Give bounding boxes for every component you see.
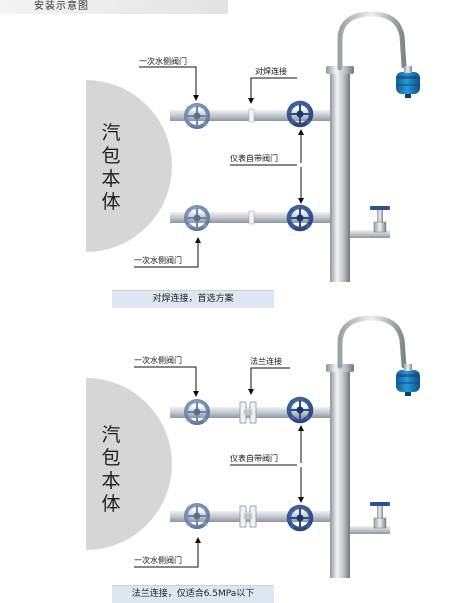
- transmitter-icon: [396, 364, 420, 396]
- flange-icon: [239, 505, 257, 528]
- label-connection: 对焊连接: [255, 66, 287, 76]
- drum-char: 体: [101, 493, 120, 515]
- label-primary-valve-top: 一次水侧阀门: [134, 355, 182, 365]
- gooseneck-tube: [337, 11, 407, 71]
- primary-valve-icon: [184, 503, 210, 529]
- meter-valve-icon: [289, 399, 311, 421]
- gooseneck-tube: [337, 315, 407, 369]
- drum-char: 汽: [101, 424, 120, 446]
- header-title: 安装示意图: [34, 1, 89, 12]
- drain-pipe: [350, 526, 390, 534]
- label-primary-valve-bottom: 一次水侧阀门: [134, 555, 182, 565]
- weld-mark: [248, 210, 255, 225]
- drum-shape-1: [86, 80, 172, 252]
- arrow: [134, 537, 201, 568]
- drum-char: 包: [101, 447, 120, 469]
- drum-char: 本: [101, 168, 120, 190]
- diagram-2: 汽 包 本 体 一次水侧阀门 法兰连接 仪表自带阀门: [86, 315, 420, 578]
- drum-shape-2: [86, 378, 172, 550]
- drum-char: 包: [101, 145, 120, 167]
- drain-pipe: [350, 230, 390, 238]
- drain-valve-icon: [369, 205, 391, 233]
- label-connection: 法兰连接: [250, 356, 282, 366]
- label-meter-valve: 仪表自带阀门: [230, 453, 278, 463]
- arrow: [248, 77, 297, 104]
- gauge-column: [330, 370, 350, 578]
- meter-valve-icon: [289, 207, 311, 229]
- primary-valve-icon: [184, 205, 210, 231]
- drum-char: 本: [101, 470, 120, 492]
- meter-valve-icon: [289, 507, 311, 529]
- diagram-1: 汽 包 本 体 一次水侧阀门 对焊连接 仪表自带阀门 一次水: [86, 11, 420, 282]
- gauge-column: [330, 72, 350, 282]
- arrow: [134, 237, 201, 268]
- primary-valve-icon: [184, 399, 210, 425]
- label-primary-valve-bottom: 一次水侧阀门: [134, 255, 182, 265]
- drum-char: 汽: [101, 122, 120, 144]
- label-meter-valve: 仪表自带阀门: [230, 153, 278, 163]
- arrow: [134, 366, 199, 397]
- arrow: [139, 66, 199, 101]
- header-bar: 安装示意图: [0, 0, 228, 14]
- caption-2: 法兰连接，仅适合6.5MPa以下: [112, 585, 274, 603]
- drain-valve-icon: [369, 501, 391, 529]
- primary-valve-icon: [184, 103, 210, 129]
- transmitter-icon: [396, 66, 420, 98]
- caption-1: 对焊连接，首选方案: [112, 290, 274, 308]
- meter-valve-icon: [289, 103, 311, 125]
- arrow: [248, 367, 290, 395]
- weld-mark: [248, 108, 255, 123]
- drum-char: 体: [101, 191, 120, 213]
- label-primary-valve-top: 一次水侧阀门: [139, 56, 187, 66]
- flange-icon: [239, 401, 257, 424]
